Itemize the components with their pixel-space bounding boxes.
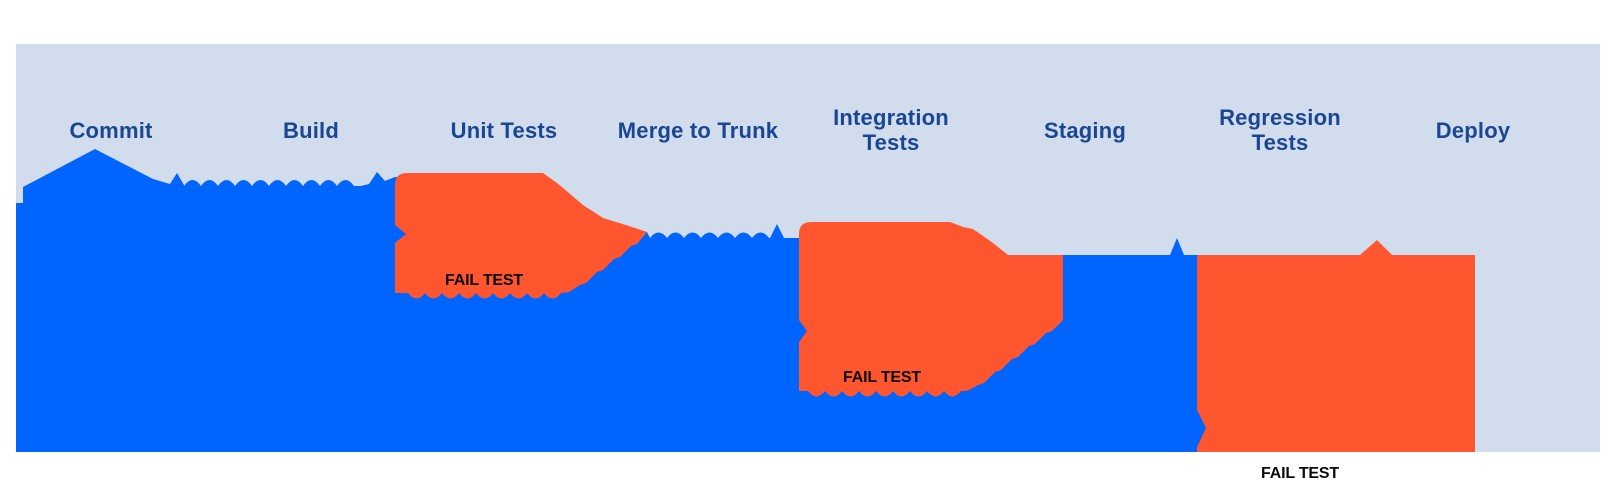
fail-test-label: FAIL TEST (1261, 465, 1339, 482)
pipeline-stream-graphic (16, 149, 1475, 452)
fail-region-integration-tests (799, 222, 1063, 397)
fail-region-regression-tests (1197, 240, 1475, 452)
stage-label-merge-to-trunk: Merge to Trunk (617, 117, 779, 143)
stage-label-integration-tests: Integration Tests (833, 105, 949, 155)
fail-test-label: FAIL TEST (843, 369, 921, 386)
stage-label-build: Build (283, 117, 339, 143)
fail-test-label: FAIL TEST (445, 272, 523, 289)
stage-label-staging: Staging (1043, 117, 1127, 143)
stage-label-unit-tests: Unit Tests (450, 117, 558, 143)
stage-label-commit: Commit (69, 117, 153, 143)
stage-label-regression-tests: Regression Tests (1219, 105, 1341, 155)
pipeline-panel: Commit Build Unit Tests Merge to Trunk I… (16, 44, 1600, 482)
fail-region-unit-tests (395, 173, 647, 299)
stage-label-deploy: Deploy (1435, 117, 1511, 143)
